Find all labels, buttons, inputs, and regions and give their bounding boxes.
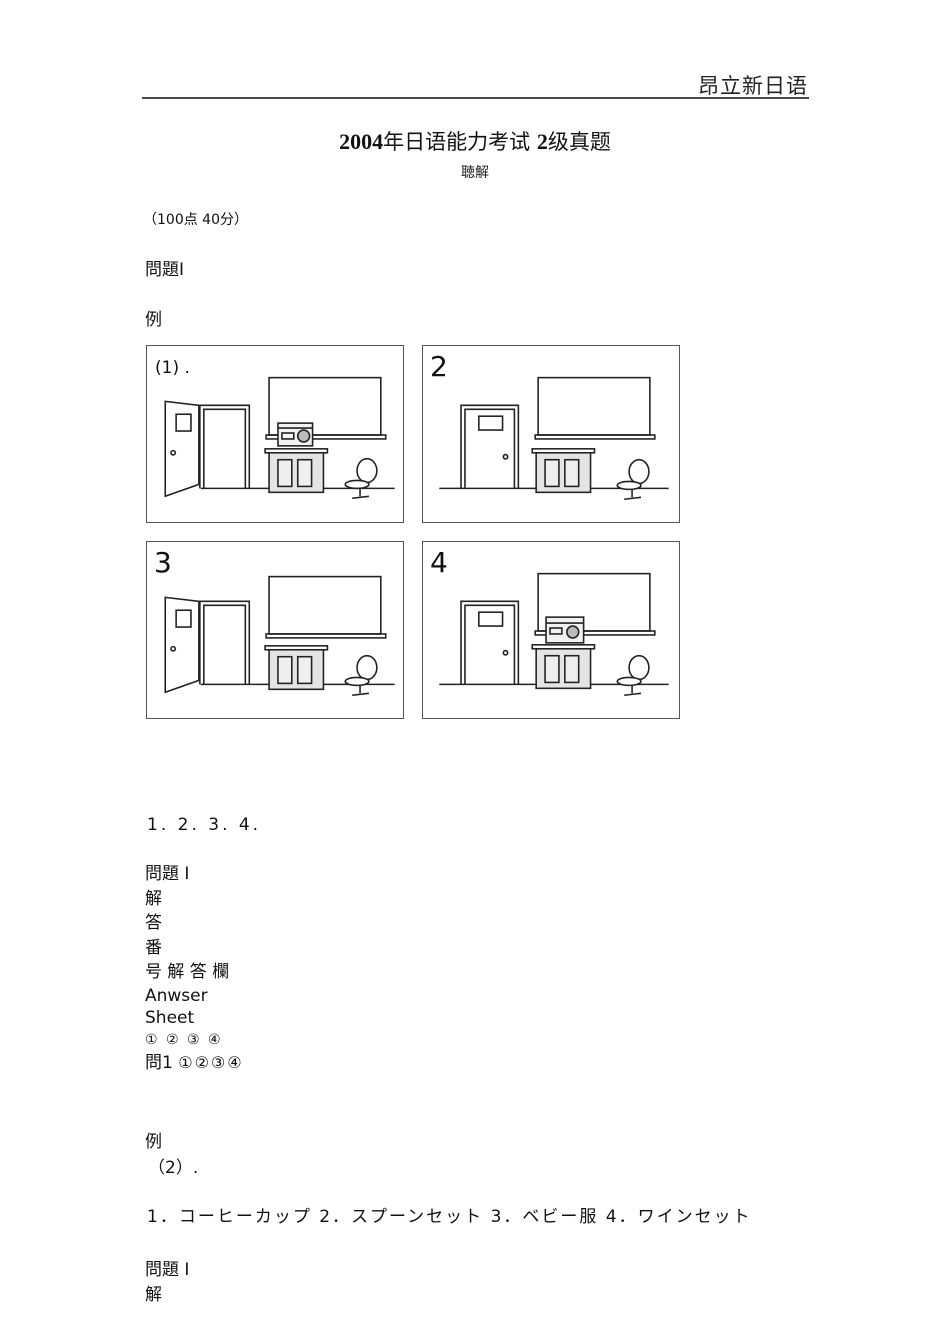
illustration-panel-3: 3 [146,541,404,719]
answer-circles-header: ① ② ③ ④ [145,1031,223,1048]
title-year: 2004 [339,129,384,154]
question-label-2: （2）. [148,1158,199,1178]
title-level: 2 [536,129,548,154]
answer-sheet-line: 番 [145,937,162,958]
section-heading: 問題Ⅰ [145,260,185,280]
example-label: 例 [145,310,162,330]
header-brand: 昂立新日语 [698,74,808,98]
document-title: 2004年日语能力考试 2级真题 [0,126,950,156]
panel-number-2: 2 [430,350,448,383]
room-open-door-no-radio-illustration [164,575,395,697]
illustration-panel-2: 2 [422,345,680,523]
section-heading-3: 問題 Ⅰ [145,1260,190,1280]
answer-sheet-line-3: 解 [145,1285,162,1305]
illustration-panel-4: 4 [422,541,680,719]
example-label-2: 例 [145,1132,162,1152]
answer-sheet-line: 解 [145,888,162,909]
answer-sheet-line: 号 解 答 欄 [145,962,230,982]
exam-info: （100点 40分） [143,212,248,228]
title-text-1: 年日语能力考试 [383,130,531,154]
answer-choices-2: 1．コーヒーカップ 2．スプーンセット 3．ベビー服 4．ワインセット [147,1207,752,1227]
header-divider [142,97,809,99]
answer-row-label: 問1 [145,1052,173,1073]
question-label-1: (1) . [155,358,190,378]
answer-sheet-block: 問題 Ⅰ 解 答 番 号 解 答 欄 Anwser Sheet ① ② ③ ④ … [145,862,244,1075]
answer-row-options[interactable]: ①②③④ [178,1052,244,1072]
answer-choices-1: 1. 2. 3. 4. [147,815,262,835]
room-closed-door-radio-illustration [439,572,669,697]
answer-sheet-line: 答 [145,913,162,933]
answer-sheet-heading: 問題 Ⅰ [145,864,190,884]
answer-sheet-label-en: Anwser [145,985,208,1006]
illustration-panel-1: (1) . [146,345,404,523]
document-subtitle: 聴解 [461,165,489,181]
room-closed-door-no-radio-illustration [439,376,669,501]
panel-number-4: 4 [430,546,448,579]
answer-sheet-label-en-2: Sheet [145,1007,195,1028]
answer-row-1: 問1 ①②③④ [145,1051,244,1076]
panel-number-3: 3 [154,546,172,579]
title-text-2: 级真题 [547,130,611,154]
room-open-door-radio-illustration [164,376,395,500]
